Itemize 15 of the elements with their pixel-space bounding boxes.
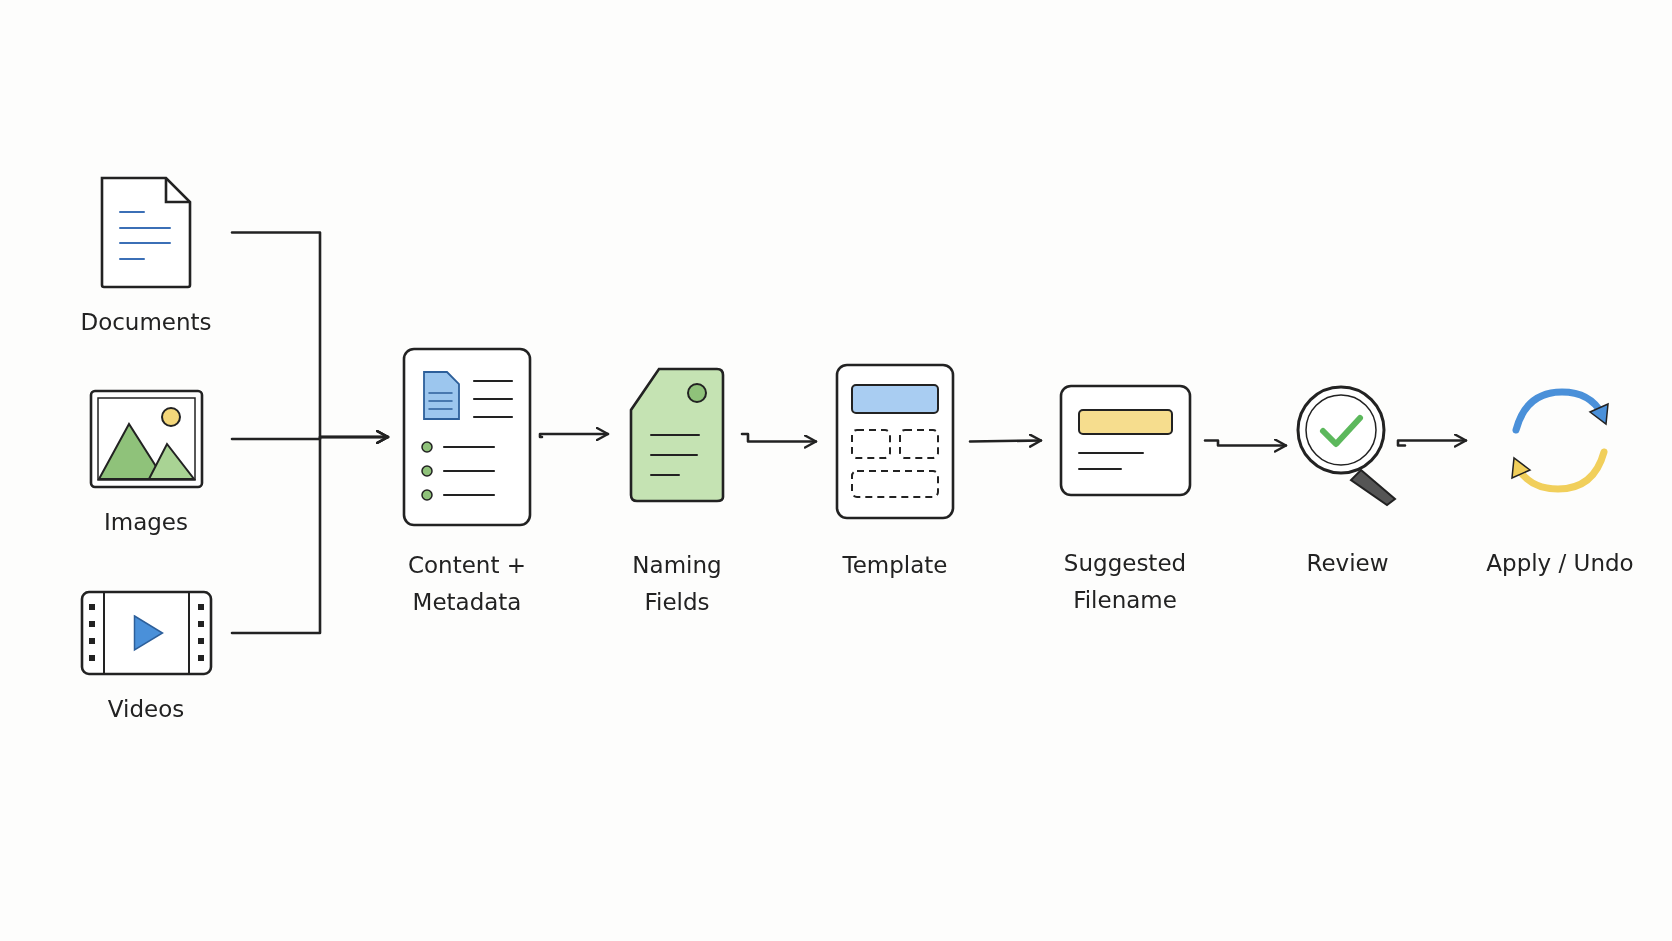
arrow: [1396, 433, 1468, 448]
node-label: Images: [103, 508, 189, 537]
node-label: Review: [1305, 549, 1390, 578]
arrow: [538, 426, 610, 442]
node-label: Documents: [79, 308, 213, 337]
node-label: Suggested Filename: [1062, 549, 1188, 615]
node-label: Naming Fields: [631, 551, 723, 617]
arrow: [968, 433, 1043, 448]
node-label: Content + Metadata: [406, 551, 528, 617]
node-label: Template: [841, 551, 949, 580]
arrow: [1203, 438, 1288, 453]
arrow: [740, 432, 818, 449]
node-label: Videos: [106, 695, 186, 724]
node-label: Apply / Undo: [1485, 549, 1635, 578]
arrow: [230, 429, 390, 635]
